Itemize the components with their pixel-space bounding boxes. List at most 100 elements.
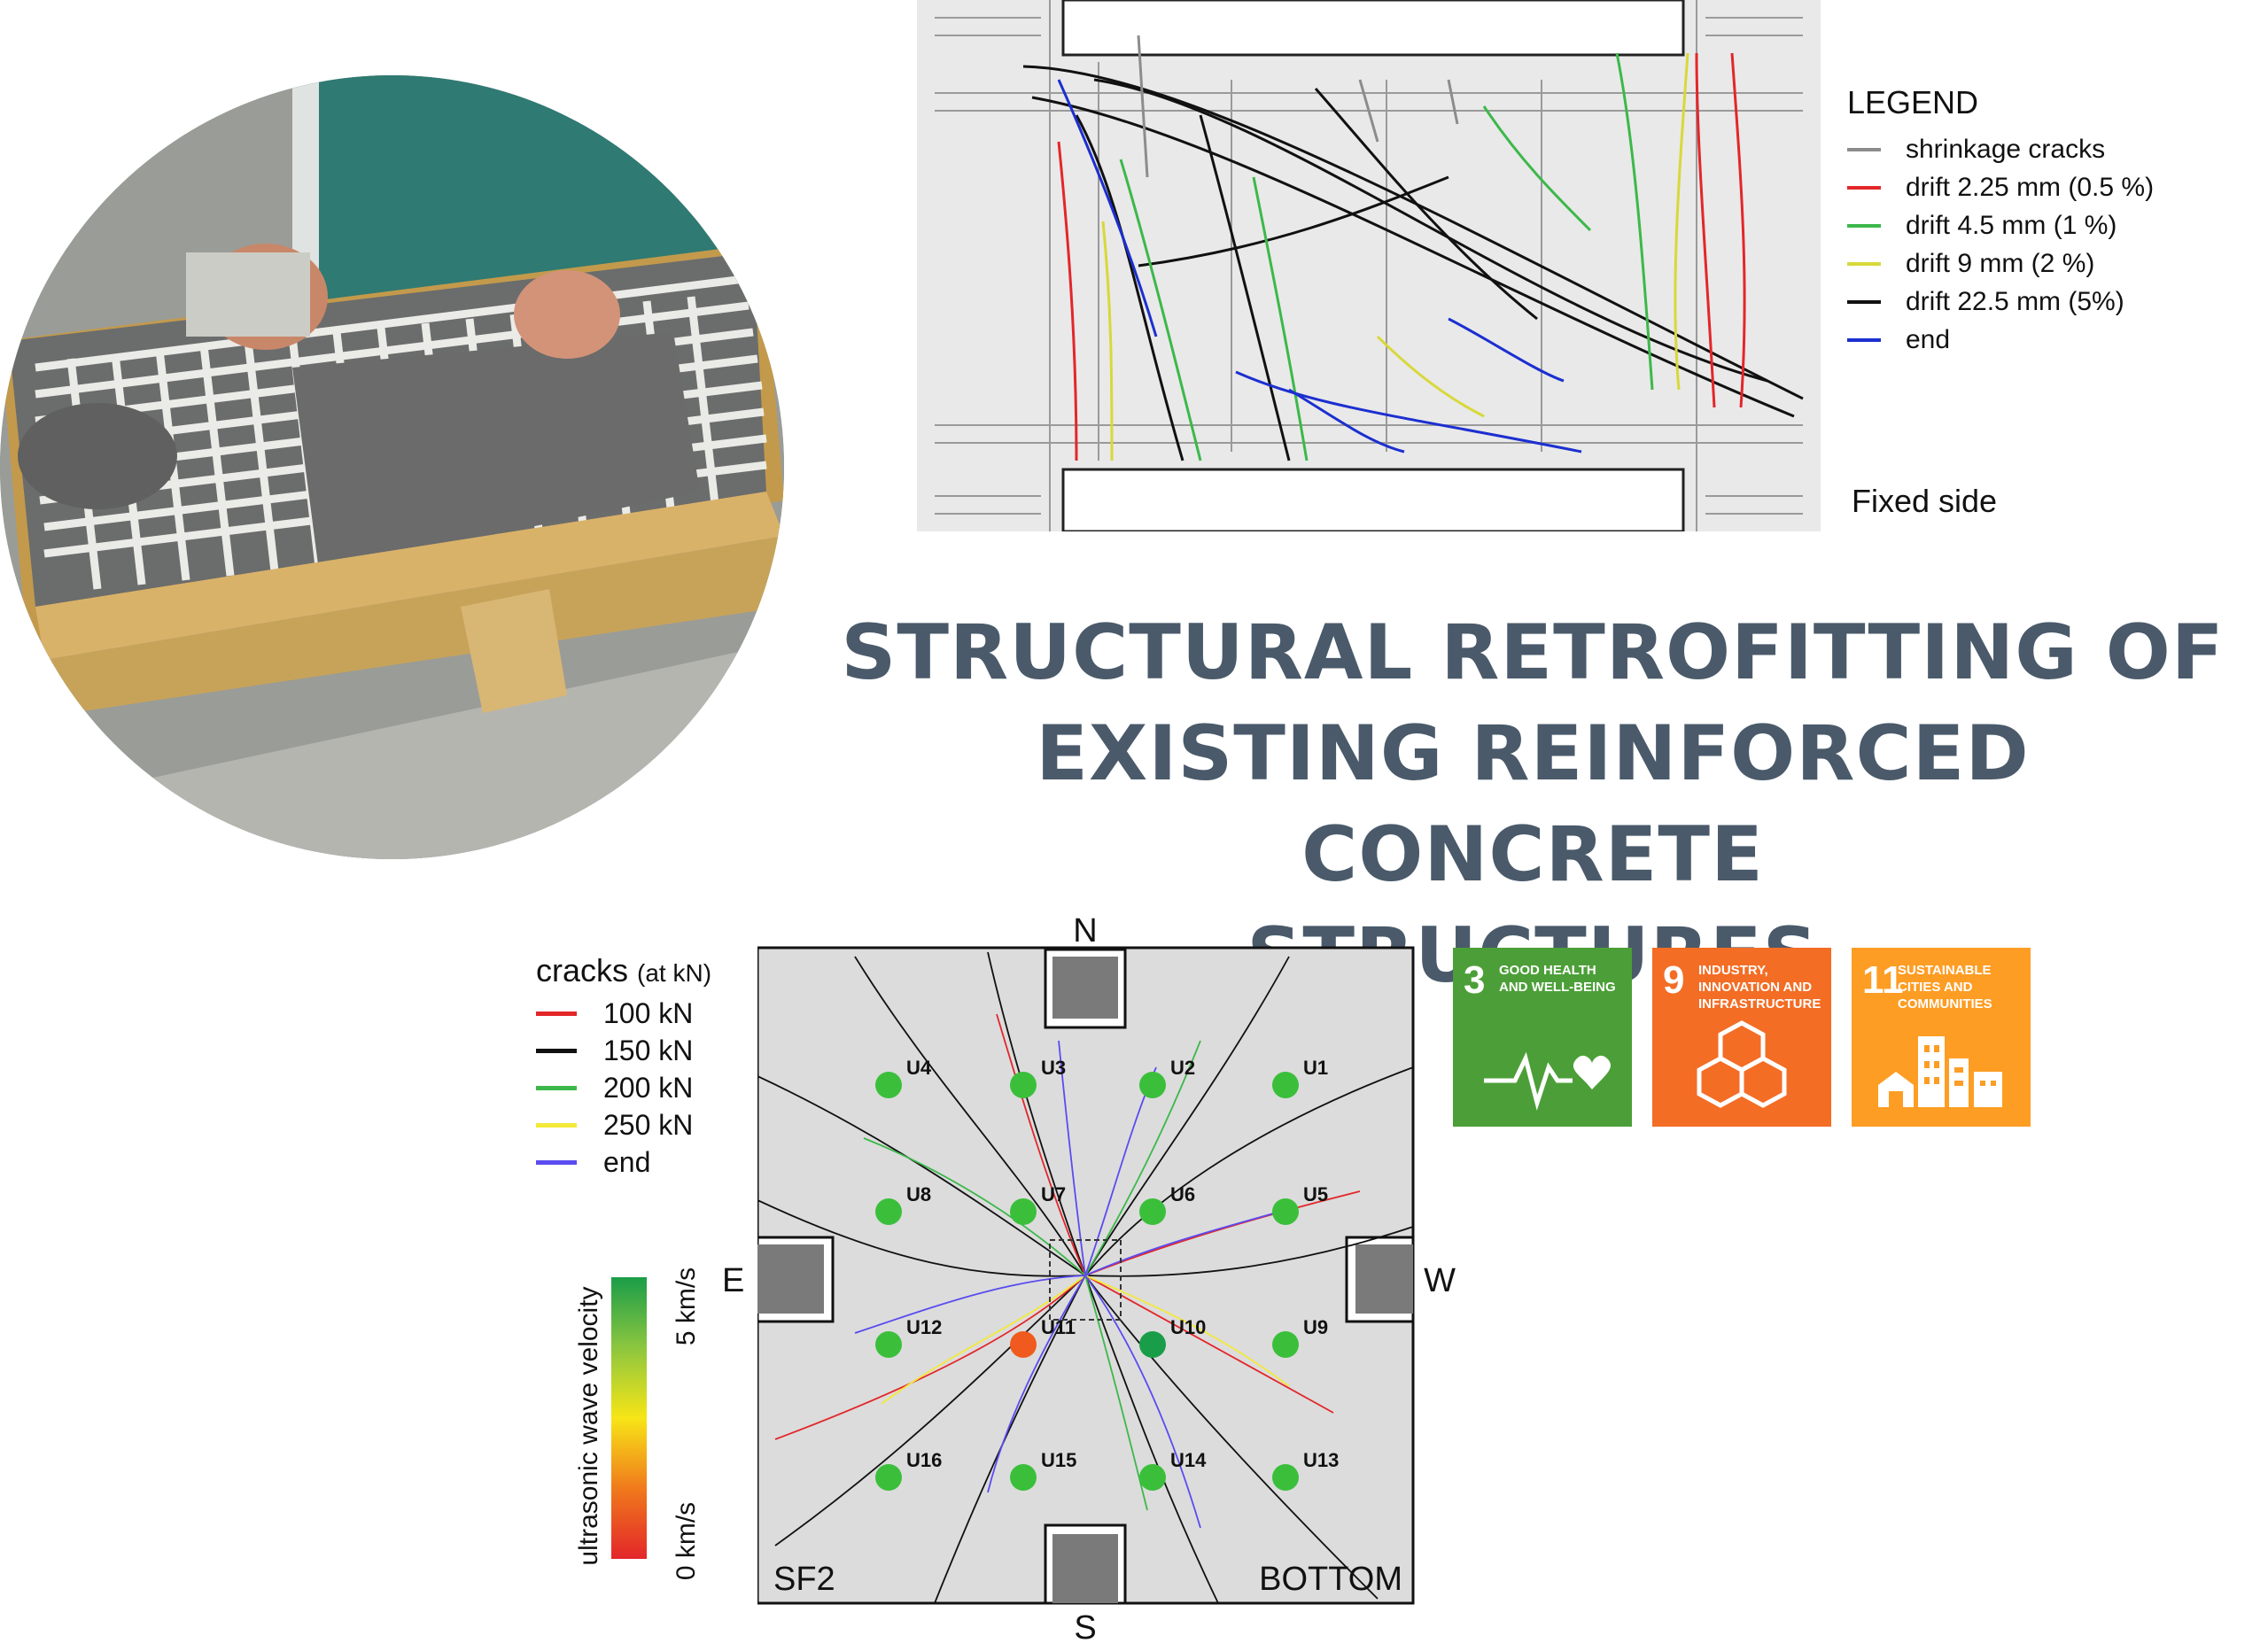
direction-n: N	[1073, 912, 1097, 950]
sdg-tile-3: 3 GOOD HEALTH AND WELL-BEING	[1453, 948, 1632, 1127]
direction-e: E	[722, 1262, 745, 1299]
city-buildings-icon	[1878, 1036, 2002, 1107]
sensor-label: U14	[1170, 1449, 1207, 1471]
sensor-label: U16	[906, 1449, 942, 1471]
direction-w: W	[1424, 1262, 1456, 1299]
direction-s: S	[1074, 1609, 1096, 1647]
sensor-label: U12	[906, 1316, 942, 1338]
sensor-u8	[875, 1198, 902, 1225]
sensor-u12	[875, 1331, 902, 1358]
sensor-label: U8	[906, 1183, 931, 1205]
beam-legend-label: shrinkage cracks	[1906, 134, 2106, 164]
beam-legend-label: drift 4.5 mm (1 %)	[1906, 210, 2117, 240]
legend-swatch	[536, 1048, 577, 1053]
legend-swatch	[536, 1085, 577, 1090]
sensor-label: U15	[1041, 1449, 1076, 1471]
fixed-side-label: Fixed side	[1852, 483, 1998, 519]
colorbar-axis-label: ultrasonic wave velocity	[574, 1286, 603, 1566]
slab-crack-drawing: U4 U3 U2 U1 U8 U7 U6 U5 U12 U11 U10 U9 U…	[756, 912, 1456, 1647]
title-line: STRUCTURAL RETROFITTING OF	[841, 608, 2225, 697]
legend-swatch	[1847, 185, 1881, 190]
sensor-u10	[1139, 1331, 1166, 1358]
sensor-label: U9	[1303, 1316, 1328, 1338]
corner-label-left: SF2	[773, 1561, 835, 1598]
legend-swatch	[1847, 261, 1881, 266]
sdg-number: 11	[1862, 958, 1904, 1002]
sensor-u3	[1010, 1072, 1037, 1098]
sensor-u5	[1272, 1198, 1299, 1225]
slab-legend: cracks (at kN) 100 kN 150 kN 200 kN 250 …	[536, 952, 711, 1181]
sensor-u4	[875, 1072, 902, 1098]
beam-legend: LEGEND shrinkage cracks drift 2.25 mm (0…	[1847, 84, 2219, 359]
slab-legend-label: 150 kN	[603, 1034, 694, 1066]
sdg-number: 3	[1464, 958, 1486, 1002]
legend-swatch	[1847, 147, 1881, 151]
beam-legend-item: drift 4.5 mm (1 %)	[1847, 206, 2219, 244]
slab-legend-label: 250 kN	[603, 1108, 694, 1141]
sensor-u1	[1272, 1072, 1299, 1098]
slab-legend-item: 200 kN	[536, 1069, 711, 1106]
slab-legend-label: 100 kN	[603, 996, 694, 1029]
sensor-label: U6	[1170, 1183, 1195, 1205]
sdg-text: GOOD HEALTH AND WELL-BEING	[1499, 963, 1616, 995]
beam-legend-item: drift 9 mm (2 %)	[1847, 244, 2219, 283]
legend-swatch	[536, 1122, 577, 1128]
slab-legend-title: cracks (at kN)	[536, 952, 711, 989]
photo-illustration	[0, 75, 784, 859]
corner-label-right: BOTTOM	[1259, 1561, 1402, 1598]
sensor-u15	[1010, 1464, 1037, 1491]
velocity-colorbar	[611, 1277, 647, 1559]
sdg-tile-9: 9 INDUSTRY, INNOVATION AND INFRASTRUCTUR…	[1652, 948, 1831, 1127]
slab-legend-item: 100 kN	[536, 995, 711, 1032]
beam-legend-item: drift 2.25 mm (0.5 %)	[1847, 168, 2219, 206]
beam-legend-title: LEGEND	[1847, 84, 1979, 120]
beam-legend-label: drift 22.5 mm (5%)	[1906, 286, 2124, 316]
legend-swatch	[1847, 223, 1881, 228]
sensor-u9	[1272, 1331, 1299, 1358]
slab-supports	[756, 948, 1415, 1605]
sensor-label: U13	[1303, 1449, 1339, 1471]
beam-crack-drawing	[917, 0, 1821, 533]
sensor-label: U5	[1303, 1183, 1328, 1205]
sensor-label: U1	[1303, 1057, 1328, 1079]
beam-legend-label: end	[1906, 324, 1951, 354]
retrofitting-photo	[0, 75, 784, 859]
colorbar-top-label: 5 km/s	[672, 1267, 701, 1346]
sensor-label: U11	[1041, 1316, 1076, 1338]
legend-swatch	[1847, 299, 1881, 304]
sensor-grid	[875, 1072, 1299, 1491]
sdg-text: INDUSTRY, INNOVATION AND INFRASTRUCTURE	[1698, 963, 1821, 1012]
beam-legend-item: shrinkage cracks	[1847, 130, 2219, 168]
beam-legend-item: drift 22.5 mm (5%)	[1847, 283, 2219, 321]
sdg-text: SUSTAINABLE CITIES AND COMMUNITIES	[1898, 963, 1992, 1012]
legend-swatch	[536, 1159, 577, 1165]
sensor-label: U7	[1041, 1183, 1066, 1205]
slab-legend-item: 250 kN	[536, 1106, 711, 1143]
legend-swatch	[1847, 337, 1881, 342]
beam-crack-diagram	[917, 0, 1821, 533]
beam-legend-label: drift 2.25 mm (0.5 %)	[1906, 172, 2155, 202]
sensor-u6	[1139, 1198, 1166, 1225]
page-title: STRUCTURAL RETROFITTING OF EXISTING REIN…	[797, 602, 2268, 1006]
sensor-u16	[875, 1464, 902, 1491]
sensor-label: U3	[1041, 1057, 1066, 1079]
slab-legend-title-unit: (at kN)	[637, 959, 712, 987]
slab-legend-label: end	[603, 1145, 651, 1178]
sensor-label: U4	[906, 1057, 932, 1079]
beam-legend-label: drift 9 mm (2 %)	[1906, 248, 2095, 278]
colorbar-bottom-label: 0 km/s	[672, 1501, 701, 1581]
slab-legend-item: end	[536, 1143, 711, 1181]
slab-legend-label: 200 kN	[603, 1071, 694, 1104]
legend-swatch	[536, 1011, 577, 1016]
sdg-tile-11: 11 SUSTAINABLE CITIES AND COMMUNITIES	[1852, 948, 2031, 1127]
slab-crack-diagram: U4 U3 U2 U1 U8 U7 U6 U5 U12 U11 U10 U9 U…	[756, 908, 1466, 1647]
sensor-u7	[1010, 1198, 1037, 1225]
slab-legend-item: 150 kN	[536, 1032, 711, 1069]
sensor-label: U2	[1170, 1057, 1195, 1079]
beam-legend-item: end	[1847, 321, 2219, 359]
sensor-label: U10	[1170, 1316, 1206, 1338]
sdg-number: 9	[1663, 958, 1685, 1002]
cubes-icon	[1697, 1020, 1787, 1108]
sensor-u13	[1272, 1464, 1299, 1491]
slab-legend-title-text: cracks	[536, 952, 629, 988]
